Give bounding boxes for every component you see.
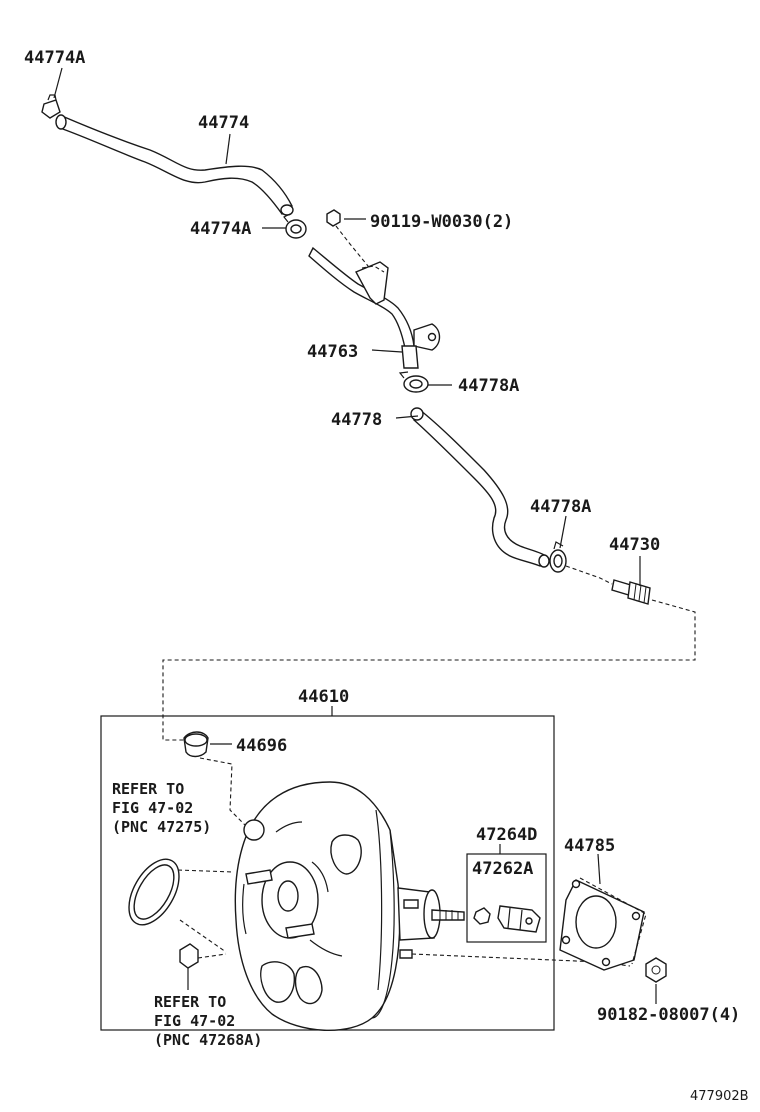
ref2-line3: (PNC 47268A) bbox=[154, 1031, 262, 1049]
hose-44774-drawing bbox=[55, 114, 294, 216]
gasket-44785-drawing bbox=[559, 877, 647, 971]
label-44778: 44778 bbox=[331, 410, 382, 430]
grommet-44696-drawing bbox=[183, 731, 247, 827]
booster-pushrod-drawing bbox=[397, 887, 631, 967]
check-valve-44730-drawing bbox=[162, 579, 696, 741]
nut-90182-drawing bbox=[645, 957, 667, 983]
label-47262a: 47262A bbox=[472, 859, 533, 879]
booster-body-drawing bbox=[234, 781, 401, 1032]
label-44696: 44696 bbox=[236, 736, 287, 756]
label-44730: 44730 bbox=[609, 535, 660, 555]
clamp-44774a-bottom-drawing bbox=[283, 213, 307, 239]
ref2-line1: REFER TO bbox=[154, 993, 226, 1011]
pin-47268a-drawing bbox=[179, 943, 227, 969]
leader-lines bbox=[53, 67, 657, 1004]
hose-44778-drawing bbox=[410, 407, 550, 568]
oring-47275-drawing bbox=[128, 858, 235, 953]
ref1-line2: FIG 47-02 bbox=[112, 799, 193, 817]
label-44610: 44610 bbox=[298, 687, 349, 707]
clamp-44778a-top-drawing bbox=[398, 371, 429, 393]
clevis-47262a-drawing bbox=[473, 905, 541, 933]
ref1-line1: REFER TO bbox=[112, 780, 184, 798]
label-44774a-top: 44774A bbox=[24, 48, 85, 68]
label-47264d: 47264D bbox=[476, 825, 537, 845]
label-44774: 44774 bbox=[198, 113, 249, 133]
label-44778a-bottom: 44778A bbox=[530, 497, 591, 517]
label-90182: 90182-08007(4) bbox=[597, 1005, 740, 1025]
ref1-line3: (PNC 47275) bbox=[112, 818, 211, 836]
ref2-line2: FIG 47-02 bbox=[154, 1012, 235, 1030]
label-44774a-bottom: 44774A bbox=[190, 219, 251, 239]
label-44778a-top: 44778A bbox=[458, 376, 519, 396]
label-44763: 44763 bbox=[307, 342, 358, 362]
clevis-kit-box bbox=[466, 853, 547, 943]
pipe-44763-drawing bbox=[308, 246, 441, 369]
label-90119: 90119-W0030(2) bbox=[370, 212, 513, 232]
figure-id: 477902B bbox=[690, 1089, 749, 1104]
label-44785: 44785 bbox=[564, 836, 615, 856]
clamp-44774a-top-drawing bbox=[41, 94, 61, 119]
clamp-44778a-bottom-drawing bbox=[549, 541, 613, 585]
